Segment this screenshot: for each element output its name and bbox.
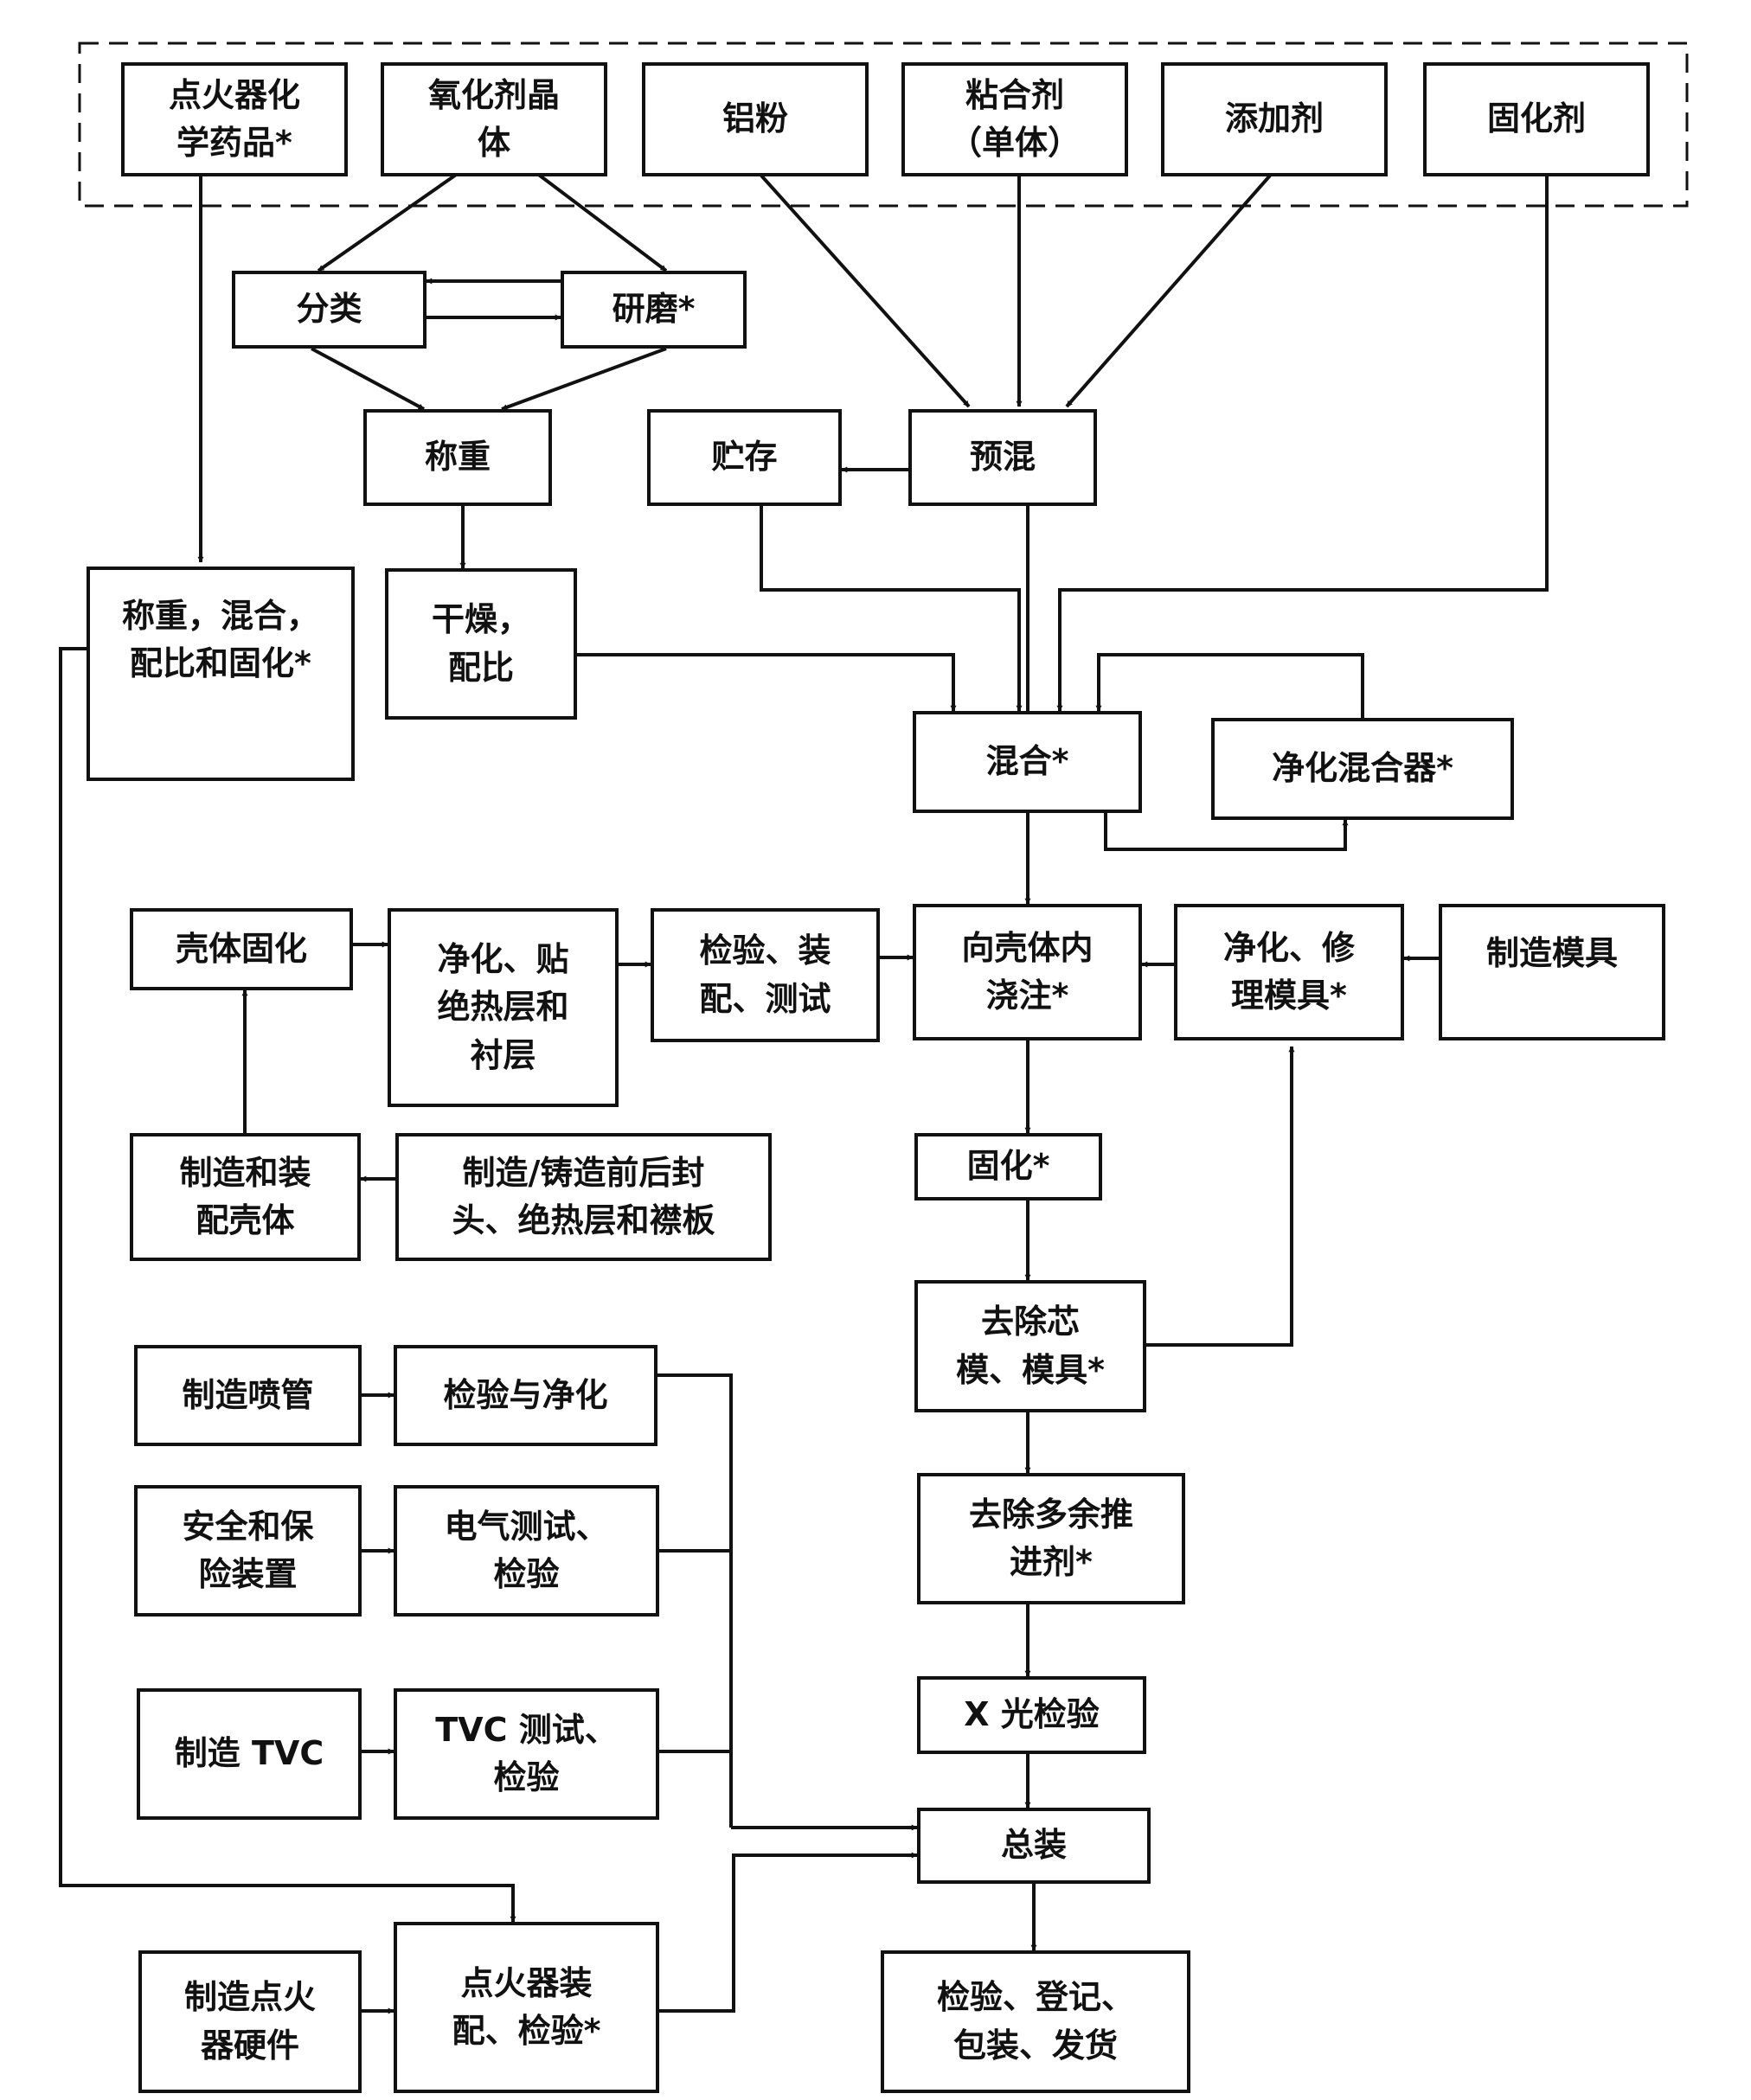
arrow-grind-to-weigh [501,347,667,411]
arrow-dry-to-mix [577,653,957,712]
node-igniter-assembly-inspect: 点火器装 配、检验* [394,1922,659,2093]
node-remove-core-mold: 去除芯 模、模具* [914,1280,1146,1412]
arrow-ign-assy-to-final-assy [659,1852,918,2013]
node-inspect-assemble-test: 检验、装 配、测试 [651,908,880,1042]
node-final-assembly: 总装 [917,1808,1151,1884]
node-case-cure: 壳体固化 [130,908,353,990]
node-xray-inspection: X 光检验 [917,1676,1146,1754]
node-storage: 贮存 [647,409,842,506]
node-dry-proportion: 干燥， 配比 [385,568,577,720]
node-clean-repair-mold: 净化、修 理模具* [1174,904,1404,1040]
arrow-additive-to-premix [1065,174,1272,408]
node-curing-agent: 固化剂 [1423,62,1650,176]
node-additive: 添加剂 [1161,62,1388,176]
node-clean-insulate-line: 净化、贴 绝热层和 衬层 [388,908,619,1107]
arrow-remove-core-to-clean-mold [1146,1046,1295,1347]
node-cure: 固化* [914,1133,1102,1200]
arrow-aluminum-to-premix [760,174,971,408]
node-electrical-test-inspect: 电气测试、 检验 [394,1485,659,1617]
node-make-igniter-hardware: 制造点火 器硬件 [138,1950,362,2093]
node-aluminum-powder: 铝粉 [642,62,869,176]
node-inspect-clean-nozzle: 检验与净化 [394,1345,657,1446]
arrow-oxidizer-to-classify [317,171,460,272]
arrow-storage-to-mix [760,506,1023,712]
node-make-tvc: 制造 TVC [137,1688,362,1820]
arrow-mix-to-clean-mixer [1104,813,1349,851]
arrow-oxidizer-to-grind [535,171,668,272]
node-inspect-record-pack-ship: 检验、登记、 包装、发货 [881,1950,1190,2093]
arrow-clean-mixer-to-mix [1095,653,1364,718]
node-mix: 混合* [913,711,1142,813]
line-inspect-nozzle-to-bus [657,1373,733,1828]
arrow-curing-agent-to-mix [1056,176,1549,712]
raw-materials-group-frame [78,42,1689,208]
node-oxidizer-crystals: 氧化剂晶 体 [381,62,607,176]
node-remove-excess-propellant: 去除多余推 进剂* [917,1473,1185,1604]
arrow-ign-mix-to-ign-assy [59,647,516,1923]
node-make-closures-insulation: 制造/铸造前后封 头、绝热层和襟板 [395,1133,772,1261]
node-classify: 分类 [232,271,427,349]
node-binder-monomer: 粘合剂 （单体） [901,62,1128,176]
node-grind: 研磨* [561,271,747,349]
node-safety-arm-device: 安全和保 险装置 [134,1485,362,1617]
node-make-nozzle: 制造喷管 [134,1345,362,1446]
node-make-assemble-case: 制造和装 配壳体 [130,1133,361,1261]
arrow-classify-to-weigh [311,347,425,411]
node-clean-mixer: 净化混合器* [1211,718,1514,820]
node-cast-into-case: 向壳体内 浇注* [913,904,1142,1040]
node-make-mold: 制造模具 [1439,904,1665,1040]
node-igniter-chemicals: 点火器化 学药品* [121,62,348,176]
node-tvc-test-inspect: TVC 测试、 检验 [394,1688,659,1820]
node-weigh: 称重 [363,409,552,506]
node-igniter-weigh-mix-cure: 称重，混合， 配比和固化* [87,567,355,781]
node-premix: 预混 [908,409,1097,506]
